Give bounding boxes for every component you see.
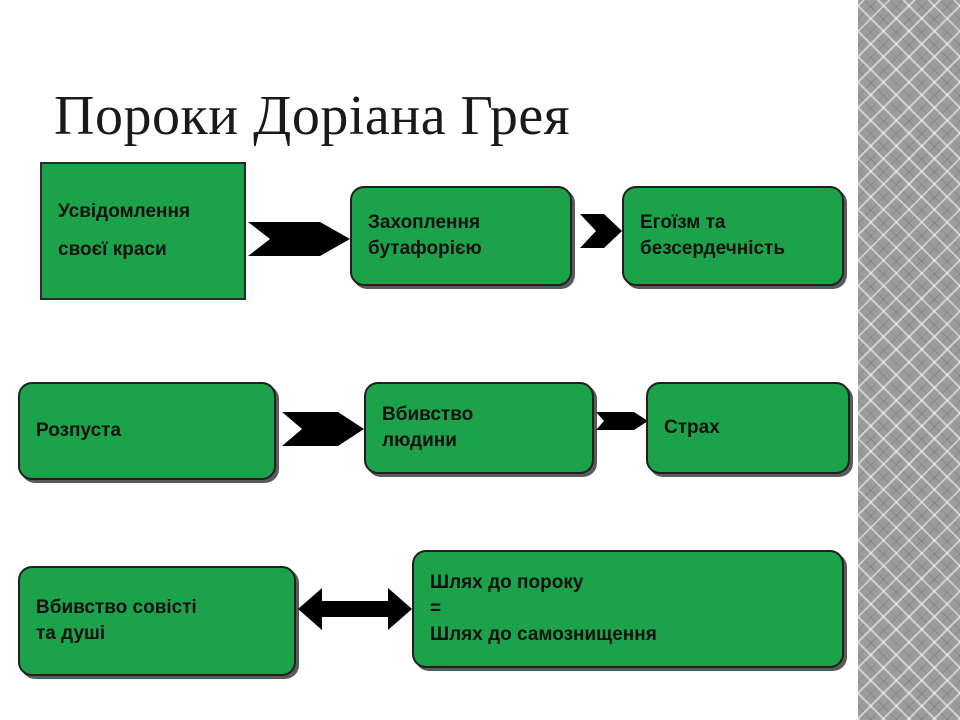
box-line: Захоплення [368,212,481,233]
chevron-arrow-shape [282,412,364,446]
box-fascination-with-props: Захоплення бутафорією [350,186,572,286]
box-line: Страх [664,417,720,438]
arrow-connector [596,412,648,430]
chevron-arrow-shape [248,222,350,256]
double-arrow-connector [298,588,412,630]
slide-title: Пороки Доріана Грея [54,85,571,147]
arrow-connector [248,222,350,256]
box-murder-of-conscience-and-soul: Вбивство совісті та душі [18,566,296,676]
box-line: Розпуста [36,420,122,441]
box-line: Шлях до самознищення [430,624,657,645]
box-line: безсердечність [640,238,786,259]
box-self-awareness-of-beauty: Усвідомлення своєї краси [40,162,246,300]
box-path-to-vice-equals-self-destruction: Шлях до пороку = Шлях до самознищення [412,550,844,668]
box-line: бутафорією [368,238,482,259]
box-murder-of-a-person: Вбивство людини [364,382,594,474]
box-line: = [430,598,442,619]
box-line: Вбивство совісті [36,597,197,618]
arrow-connector [282,412,364,446]
chevron-arrow-shape [580,214,622,248]
chevron-arrow-shape [596,412,648,430]
box-line: людини [382,430,457,451]
box-line: своєї краси [58,239,167,260]
box-line: Усвідомлення [58,201,191,222]
box-egoism-and-heartlessness: Егоїзм та безсердечність [622,186,844,286]
box-line: Шлях до пороку [430,572,584,593]
box-debauchery: Розпуста [18,382,276,480]
double-arrow-shape [298,588,412,630]
box-line: та душі [36,623,106,644]
box-line: Вбивство [382,404,474,425]
decorative-side-pattern [858,0,960,720]
box-line: Егоїзм та [640,212,726,233]
box-fear: Страх [646,382,850,474]
arrow-connector [580,214,622,248]
